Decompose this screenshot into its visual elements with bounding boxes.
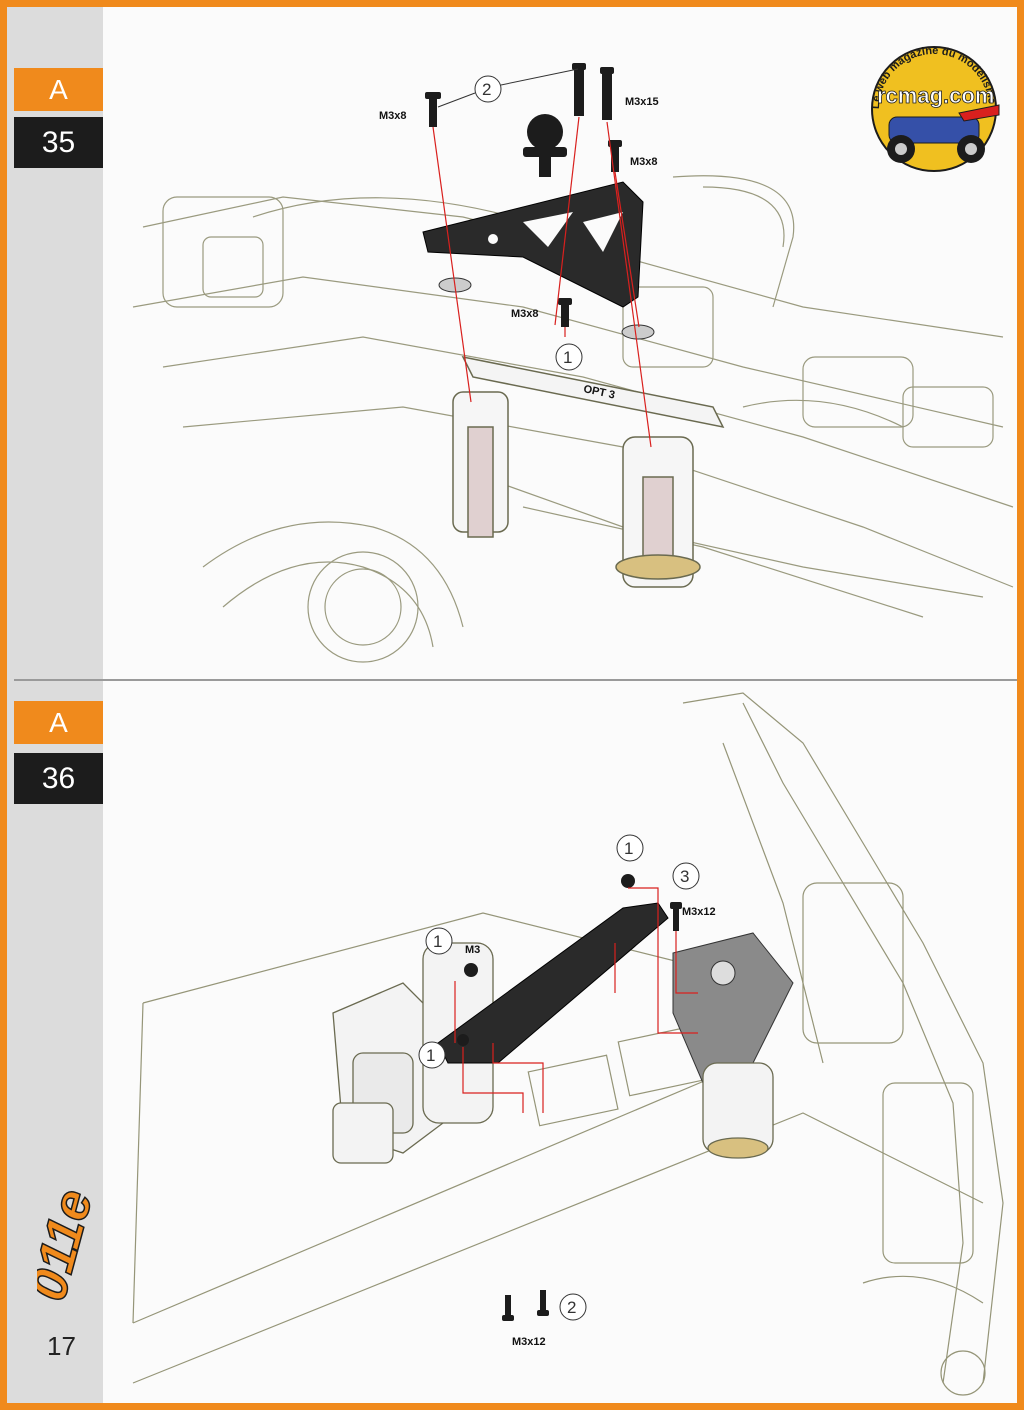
step-36-callout-1-left: 1 bbox=[425, 927, 453, 955]
step-36-callout-2: 2 bbox=[559, 1293, 587, 1321]
step-35-chassis-lineart bbox=[132, 175, 1014, 663]
shock-bottom bbox=[702, 1062, 774, 1159]
step-36-callout-1-top: 1 bbox=[616, 834, 644, 862]
page-number: 17 bbox=[47, 1331, 76, 1361]
svg-text:2: 2 bbox=[567, 1298, 576, 1317]
screw-label-m3x8-b: M3x8 bbox=[630, 156, 658, 168]
ball-stud bbox=[523, 114, 567, 177]
nut-label-m3: M3 bbox=[465, 944, 480, 956]
step-35-guide-lines bbox=[432, 116, 652, 448]
step-divider bbox=[14, 679, 1017, 681]
fasteners bbox=[457, 874, 682, 1321]
step-36-callout-1-lower: 1 bbox=[418, 1041, 446, 1069]
svg-text:1: 1 bbox=[563, 348, 572, 367]
svg-text:1: 1 bbox=[433, 932, 442, 951]
step-36-number-tab: 36 bbox=[14, 753, 103, 804]
model-logo: 011e bbox=[37, 1183, 97, 1308]
step-35-number-tab: 35 bbox=[14, 117, 103, 168]
screws bbox=[425, 63, 622, 327]
step-36-illustration: 1 3 1 1 2 M3 M3x12 M3x12 bbox=[132, 692, 1004, 1396]
screw-label-m3x15: M3x15 bbox=[625, 96, 659, 108]
step-36-chassis-lineart bbox=[132, 692, 1004, 1396]
screw-label-m3x8-a: M3x8 bbox=[379, 110, 407, 122]
carbon-brace bbox=[437, 902, 669, 1064]
step-35-callout-1: 1 bbox=[555, 343, 583, 371]
svg-text:1: 1 bbox=[624, 839, 633, 858]
screw-label-m3x8-c: M3x8 bbox=[511, 308, 539, 320]
gearbox bbox=[332, 942, 494, 1164]
step-36-callout-3: 3 bbox=[672, 862, 700, 890]
step-36-guide-lines bbox=[454, 887, 698, 1113]
rcmag-watermark: Le web magazine du modélisme rcmag.com bbox=[870, 45, 1000, 172]
buggy-icon bbox=[887, 104, 1000, 163]
svg-text:2: 2 bbox=[482, 80, 491, 99]
steering-link: OPT 3 bbox=[461, 355, 725, 429]
svg-text:1: 1 bbox=[426, 1046, 435, 1065]
step-35-callout-2: 2 bbox=[437, 68, 579, 108]
step-35-section-tab: A bbox=[14, 68, 103, 111]
step-35-illustration: OPT 3 bbox=[132, 63, 1014, 663]
screw-label-m3x12-top: M3x12 bbox=[682, 906, 716, 918]
step-36-section-tab: A bbox=[14, 701, 103, 744]
carbon-shock-tower bbox=[422, 181, 644, 308]
shock-right bbox=[615, 436, 701, 588]
svg-text:rcmag.com: rcmag.com bbox=[877, 83, 994, 108]
svg-text:3: 3 bbox=[680, 867, 689, 886]
svg-text:011e: 011e bbox=[37, 1184, 97, 1307]
carbon-steering-plate bbox=[672, 932, 794, 1084]
screw-label-m3x12-bottom: M3x12 bbox=[512, 1336, 546, 1348]
shock-left bbox=[452, 391, 509, 538]
